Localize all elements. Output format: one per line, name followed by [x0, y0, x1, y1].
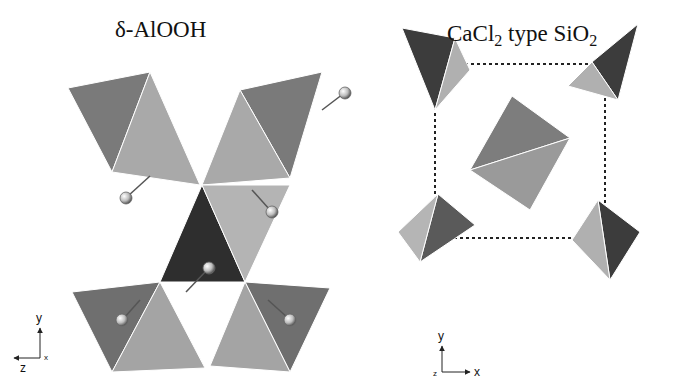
axis-label: y [438, 330, 444, 342]
hydrogen-bonds [124, 94, 343, 318]
hydrogen-atoms [116, 87, 351, 326]
structure-title: CaCl2 type SiO2 [447, 22, 597, 45]
unit-cell [435, 64, 605, 238]
axis-label: x [44, 354, 48, 362]
axis-label: z [433, 370, 437, 378]
sio2-octahedra [398, 24, 640, 280]
axis-label: z [20, 362, 26, 374]
axis-label: x [474, 366, 480, 378]
axis-label: y [36, 312, 42, 324]
delta-alooh-octahedra [68, 72, 330, 372]
axis-arrows [14, 328, 470, 372]
structure-title: δ-AlOOH [115, 18, 206, 41]
